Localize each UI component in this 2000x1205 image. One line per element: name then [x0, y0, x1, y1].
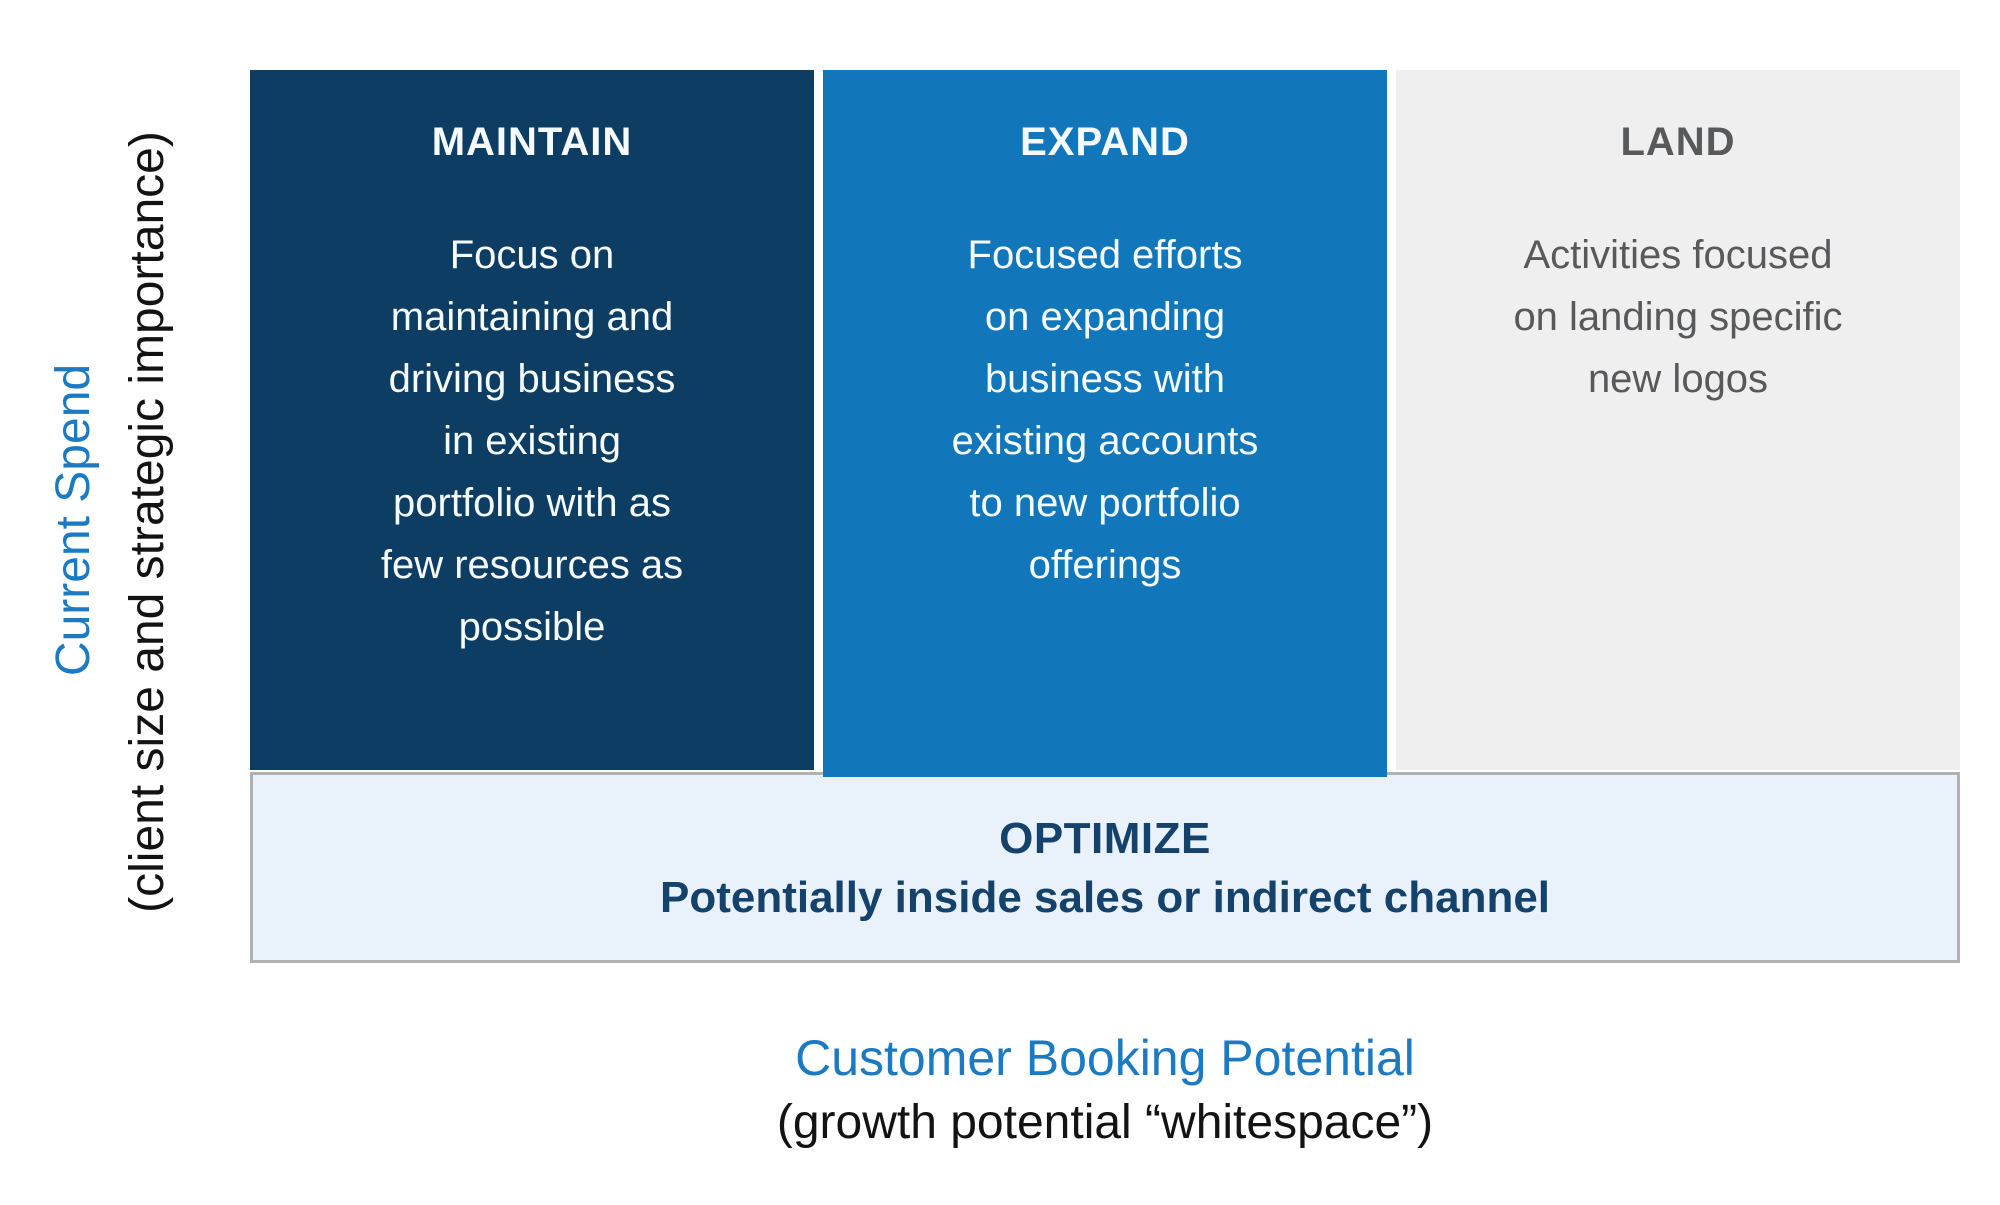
optimize-band: OPTIMIZE Potentially inside sales or ind… — [250, 772, 1960, 963]
y-axis-secondary-label: (client size and strategic importance) — [121, 131, 174, 913]
panel-maintain-title: MAINTAIN — [431, 120, 633, 164]
y-axis-primary-label: Current Spend — [47, 363, 100, 677]
matrix: MAINTAIN Focus on maintaining and drivin… — [250, 70, 1960, 963]
panel-expand-description: Focused efforts on expanding business wi… — [951, 233, 1259, 587]
panel-maintain: MAINTAIN Focus on maintaining and drivin… — [250, 70, 814, 770]
panel-expand: EXPAND Focused efforts on expanding busi… — [823, 70, 1387, 777]
panel-land: LAND Activities focused on landing speci… — [1396, 70, 1960, 770]
optimize-band-subtitle: Potentially inside sales or indirect cha… — [659, 872, 1551, 922]
x-axis-primary-label: Customer Booking Potential — [795, 1030, 1415, 1086]
matrix-panels-row: MAINTAIN Focus on maintaining and drivin… — [250, 70, 1960, 777]
optimize-band-title: OPTIMIZE — [999, 813, 1211, 863]
panel-land-description: Activities focused on landing specific n… — [1513, 233, 1843, 401]
panel-maintain-description: Focus on maintaining and driving busines… — [380, 233, 684, 649]
panel-expand-title: EXPAND — [1020, 120, 1190, 164]
x-axis-labels: Customer Booking Potential (growth poten… — [250, 1028, 1960, 1152]
panel-land-title: LAND — [1620, 120, 1736, 164]
x-axis-secondary-label: (growth potential “whitespace”) — [776, 1096, 1434, 1149]
